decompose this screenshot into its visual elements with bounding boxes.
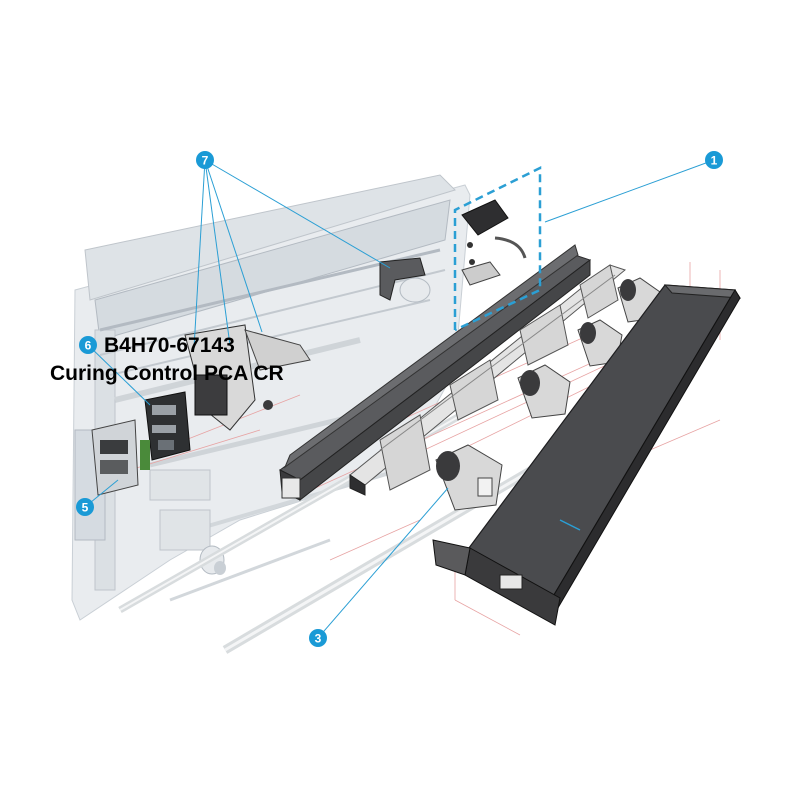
- part-5-board: [91, 419, 150, 496]
- callout-6: 6: [79, 336, 97, 354]
- leader-lines: [84, 159, 715, 639]
- roller-mount-2: [577, 319, 623, 367]
- callout-1: 1: [705, 151, 723, 169]
- part-1-highlight-box: [453, 165, 542, 332]
- roller-mounts: [435, 277, 661, 511]
- callout-7: 7: [196, 151, 214, 169]
- svg-text:3: 3: [315, 632, 322, 646]
- part-6-curing-control-pca: [144, 391, 191, 461]
- part-7-brackets: [184, 257, 426, 431]
- part-number-label: B4H70-67143: [104, 334, 235, 357]
- rear-cover-panel: [279, 244, 592, 502]
- front-cover-panel: [432, 284, 741, 626]
- roller-mount-4: [435, 444, 503, 511]
- part-description-label: Curing Control PCA CR: [50, 362, 284, 385]
- svg-text:5: 5: [82, 501, 89, 515]
- svg-text:1: 1: [711, 154, 718, 168]
- svg-text:6: 6: [85, 339, 92, 353]
- callout-5: 5: [76, 498, 94, 516]
- roller-mount-3: [517, 364, 571, 419]
- callout-3: 3: [309, 629, 327, 647]
- middle-rail: [349, 264, 627, 496]
- svg-text:7: 7: [202, 154, 209, 168]
